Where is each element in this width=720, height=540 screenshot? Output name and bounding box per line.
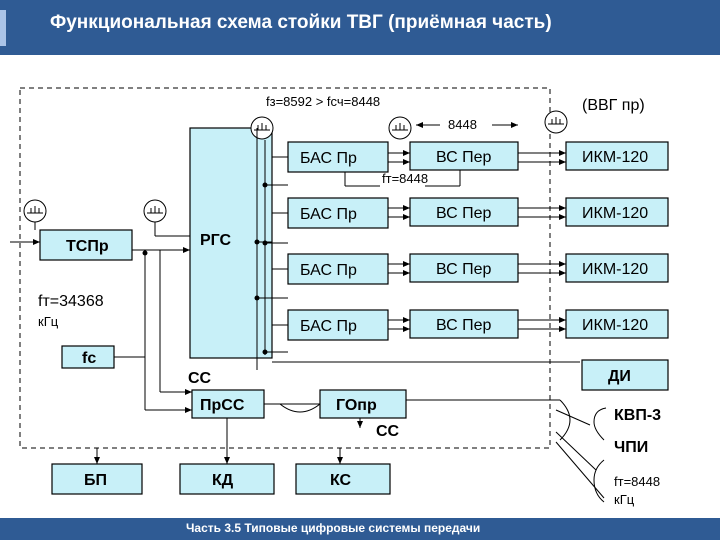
ikm-label-1: ИКМ-120 [582, 149, 648, 166]
bas-label-1: БАС Пр [300, 150, 357, 167]
tspr-label: ТСПр [66, 238, 109, 255]
meter-icon-rgs-input [143, 199, 190, 237]
vs-label-3: ВС Пер [436, 261, 492, 278]
di-label: ДИ [608, 368, 631, 385]
footer-text: Часть 3.5 Типовые цифровые системы перед… [186, 521, 481, 535]
row-4: БАС Пр ВС Пер ИКМ-120 [272, 309, 669, 341]
ikm-block-1 [565, 141, 669, 171]
khz-bottom-label: кГц [614, 492, 635, 507]
prcc-block [191, 389, 265, 419]
meter-icon-top-2 [388, 116, 412, 140]
freq-compare-label: fз=8592 > fсч=8448 [266, 94, 380, 109]
bas-block-1 [287, 141, 389, 173]
ft-8448-label: fт=8448 [382, 171, 428, 186]
vs-label-4: ВС Пер [436, 317, 492, 334]
di-block [581, 359, 669, 391]
kvp-label: КВП-3 [614, 407, 661, 424]
bas-label-2: БАС Пр [300, 206, 357, 223]
meter-icon-left [23, 199, 47, 230]
khz-label: кГц [38, 314, 59, 329]
ikm-label-2: ИКМ-120 [582, 205, 648, 222]
ikm-block-2 [565, 197, 669, 227]
ikm-block-3 [565, 253, 669, 283]
gopr-block [319, 389, 407, 419]
ikm-block-4 [565, 309, 669, 339]
ikm-label-3: ИКМ-120 [582, 261, 648, 278]
bas-block-2 [287, 197, 389, 229]
meter-icon-top-3 [544, 110, 568, 134]
cc-top-label: СС [188, 370, 212, 387]
tspr-block [39, 229, 133, 261]
row-2: БАС Пр ВС Пер ИКМ-120 [272, 197, 669, 229]
ks-block [295, 463, 391, 495]
page-title: Функциональная схема стойки ТВГ (приёмна… [50, 12, 552, 33]
bp-label: БП [84, 472, 107, 489]
ikm-label-4: ИКМ-120 [582, 317, 648, 334]
bp-block [51, 463, 143, 495]
vs-block-4 [409, 309, 519, 339]
cc-bottom-label: СС [376, 423, 400, 440]
bas-label-4: БАС Пр [300, 318, 357, 335]
header-bar: Функциональная схема стойки ТВГ (приёмна… [0, 0, 720, 55]
chpi-label: ЧПИ [614, 439, 648, 456]
freq-8448-label: 8448 [448, 117, 477, 132]
header-accent [0, 10, 6, 46]
fc-label: fс [82, 350, 96, 367]
prcc-label: ПрСС [200, 397, 245, 414]
vs-block-1 [409, 141, 519, 171]
row-1: БАС Пр ВС Пер ИКМ-120 [272, 141, 669, 187]
footer-bar: Часть 3.5 Типовые цифровые системы перед… [0, 518, 720, 540]
gopr-label: ГОпр [336, 397, 377, 414]
vs-label-2: ВС Пер [436, 205, 492, 222]
vs-label-1: ВС Пер [436, 149, 492, 166]
row-3: БАС Пр ВС Пер ИКМ-120 [272, 253, 669, 285]
vs-block-3 [409, 253, 519, 283]
rack-outline [19, 87, 551, 449]
ft-bottom-label: fт=8448 [614, 474, 660, 489]
bas-label-3: БАС Пр [300, 262, 357, 279]
bas-block-4 [287, 309, 389, 341]
bas-block-3 [287, 253, 389, 285]
ks-label: КС [330, 472, 352, 489]
ft-main-label: fт=34368 [38, 293, 104, 310]
meter-icon-top-1 [250, 116, 274, 140]
vvg-label: (ВВГ пр) [582, 97, 645, 114]
rgs-label: РГС [200, 232, 232, 249]
kd-label: КД [212, 472, 234, 489]
vs-block-2 [409, 197, 519, 227]
